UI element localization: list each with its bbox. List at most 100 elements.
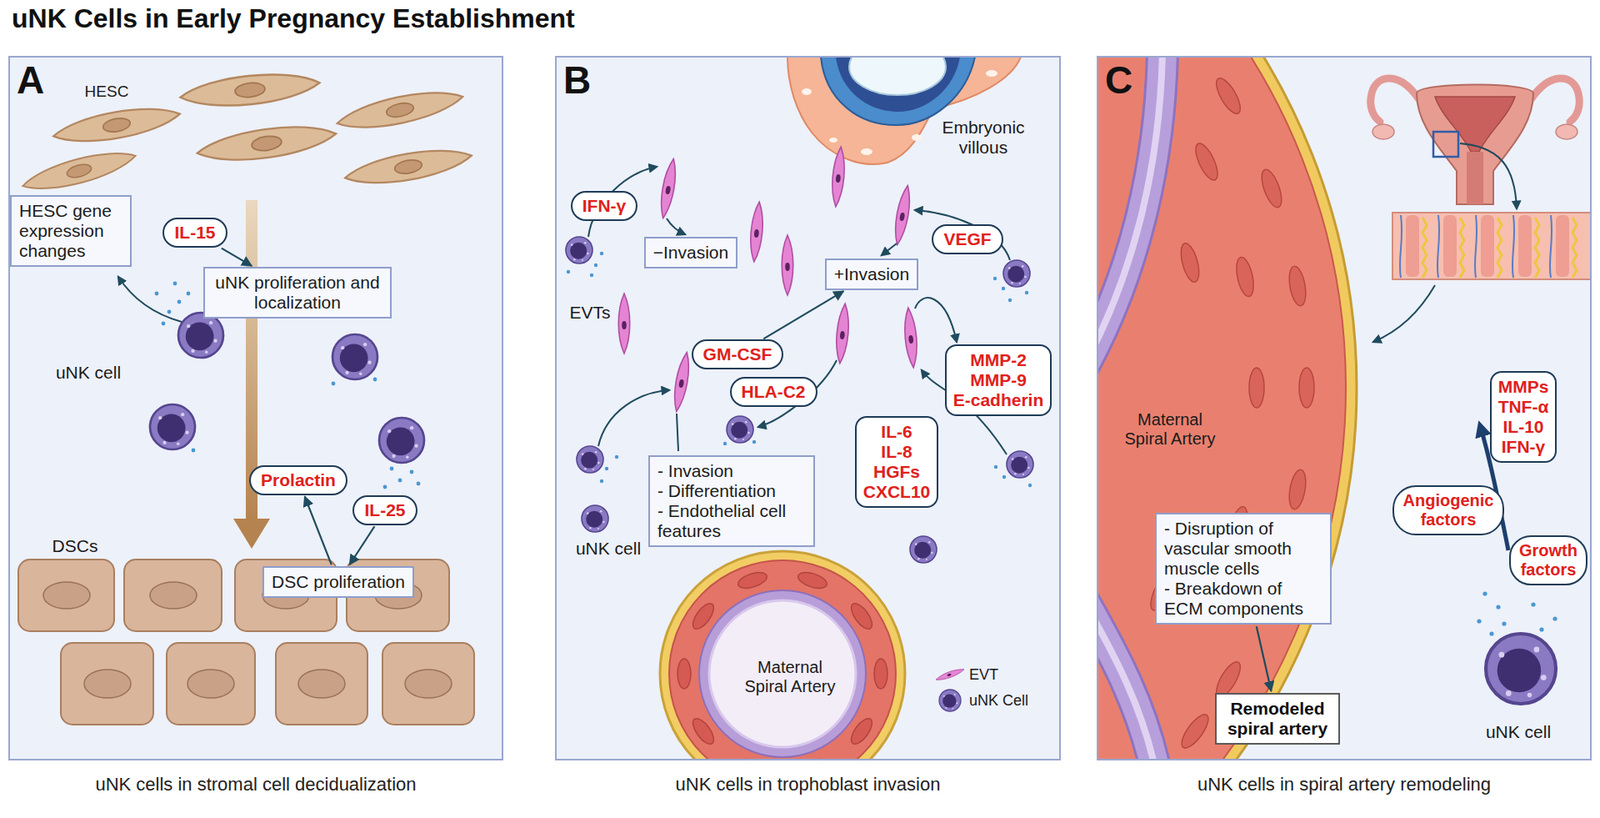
embryonic-villous	[801, 88, 812, 95]
decidual-nucleus	[84, 669, 131, 698]
factor-box: MMP-2MMP-9E-cadherin	[945, 344, 1053, 416]
cytokine-dot	[398, 478, 403, 483]
process-box: HESC gene expression changes	[10, 195, 132, 267]
cytokine-dot	[331, 381, 336, 386]
cytokine-dot	[1482, 590, 1487, 595]
vessel-lining	[1098, 596, 1157, 759]
cytokine-dot	[1530, 601, 1535, 606]
node-text: −Invasion	[653, 242, 729, 263]
uterus-illustration	[1370, 78, 1580, 205]
cytokine-dot	[615, 455, 619, 459]
stromal-cell	[20, 144, 140, 198]
cell-label: Maternal Spiral Artery	[740, 657, 840, 696]
cytokine-dot	[1001, 286, 1005, 290]
cytokine-dot	[1552, 615, 1557, 620]
spiral-artery-wall	[1098, 57, 1346, 759]
embryonic-villous	[860, 148, 873, 155]
cytokine-dot	[600, 251, 604, 255]
spiral-artery-section	[660, 550, 905, 759]
remodeling-illustration	[1098, 57, 1590, 759]
spiral-artery-section	[795, 755, 829, 759]
process-box: DSC proliferation	[262, 565, 415, 598]
endometrium-strip	[1437, 215, 1440, 278]
arrow-connector	[305, 495, 332, 565]
node-text: MMP-9	[953, 370, 1045, 390]
spiral-artery-section	[677, 658, 691, 689]
decidual-cell	[275, 642, 368, 725]
stromal-cell	[179, 68, 322, 112]
embryonic-villous	[911, 134, 922, 141]
spiral-artery-section	[699, 590, 866, 757]
signal-arrow	[598, 390, 670, 446]
cytokine-dot	[1495, 604, 1500, 609]
endometrium-strip	[1400, 215, 1552, 278]
cytokine-dot	[186, 291, 191, 296]
factor-box: Growth factors	[1509, 535, 1588, 585]
evt-cell	[781, 235, 794, 295]
endometrium-strip	[1480, 215, 1495, 277]
endometrium-strip	[1405, 215, 1570, 277]
process-box: +Invasion	[825, 258, 919, 290]
cytokine-dot	[173, 281, 178, 286]
signal-arrow	[881, 243, 897, 255]
cytokine-pill: VEGF	[931, 224, 1003, 254]
unk-cell	[150, 312, 425, 463]
legend-swatch	[935, 666, 965, 683]
cytokine-dot	[1539, 626, 1544, 631]
unk-cell	[379, 417, 425, 463]
cytokine-dot	[383, 485, 388, 490]
node-text: IFN-γ	[1498, 436, 1550, 457]
smooth-muscle-cell	[1249, 367, 1265, 408]
decidualization-illustration	[10, 57, 502, 759]
spiral-artery-wall	[1098, 57, 1357, 759]
cytokine-dot	[993, 276, 997, 280]
vessel-lining	[1098, 596, 1157, 759]
cytokine-pill: IL-25	[352, 495, 417, 525]
node-text: IL-10	[1498, 416, 1550, 437]
node-text: MMPs	[1498, 376, 1550, 397]
decidual-nucleus	[187, 669, 235, 698]
node-text: HGFs	[863, 461, 931, 482]
smooth-muscle-cell	[1286, 265, 1309, 307]
endometrium-strip	[1550, 215, 1552, 278]
arrow-connector	[350, 525, 375, 565]
panel-ground	[556, 57, 1060, 759]
decidual-cell	[124, 559, 222, 631]
endometrium-strip	[1400, 215, 1402, 278]
evt-cell	[670, 350, 693, 412]
node-text: IFN-γ	[582, 195, 627, 216]
vessel-lining	[1098, 57, 1163, 367]
stromal-cell	[342, 142, 474, 191]
decidual-cell	[18, 559, 475, 725]
cytokine-dot	[566, 270, 570, 274]
panel-caption: uNK cells in stromal cell decidualizatio…	[10, 773, 502, 795]
cytokine-dot	[590, 273, 594, 277]
cytokine-pill: GM-CSF	[691, 339, 785, 369]
node-text: E-cadherin	[953, 390, 1045, 410]
smooth-muscle-cell	[1233, 255, 1257, 299]
endometrium-strip	[1518, 215, 1532, 277]
arrow-connector	[763, 290, 844, 339]
spiral-artery-section	[874, 658, 888, 689]
smooth-muscle-cell	[1177, 710, 1214, 751]
cytokine-dot	[1008, 298, 1012, 302]
unk-cell	[565, 236, 593, 264]
unk-cell	[910, 535, 937, 563]
cytokine-dot	[191, 448, 196, 453]
factor-box: IL-6IL-8HGFsCXCL10	[855, 415, 940, 509]
smooth-muscle-cell	[1286, 468, 1309, 510]
vessel-lining	[1098, 596, 1157, 759]
embryonic-villous	[849, 57, 946, 95]
cytokine-dot	[605, 466, 609, 470]
differentiation-arrow	[233, 518, 270, 549]
spiral-artery-section	[669, 560, 896, 759]
spiral-artery-wall	[1098, 57, 1357, 759]
spiral-artery-section	[660, 550, 905, 759]
endometrium-strip	[1572, 217, 1577, 278]
endometrium-strip	[1497, 217, 1502, 278]
legend-text: uNK Cell	[969, 691, 1029, 710]
zoom-arrow	[1373, 143, 1517, 342]
node-text: GM-CSF	[703, 343, 773, 365]
cytokine-dot	[390, 466, 395, 471]
diagram-title: uNK Cells in Early Pregnancy Establishme…	[11, 3, 575, 35]
